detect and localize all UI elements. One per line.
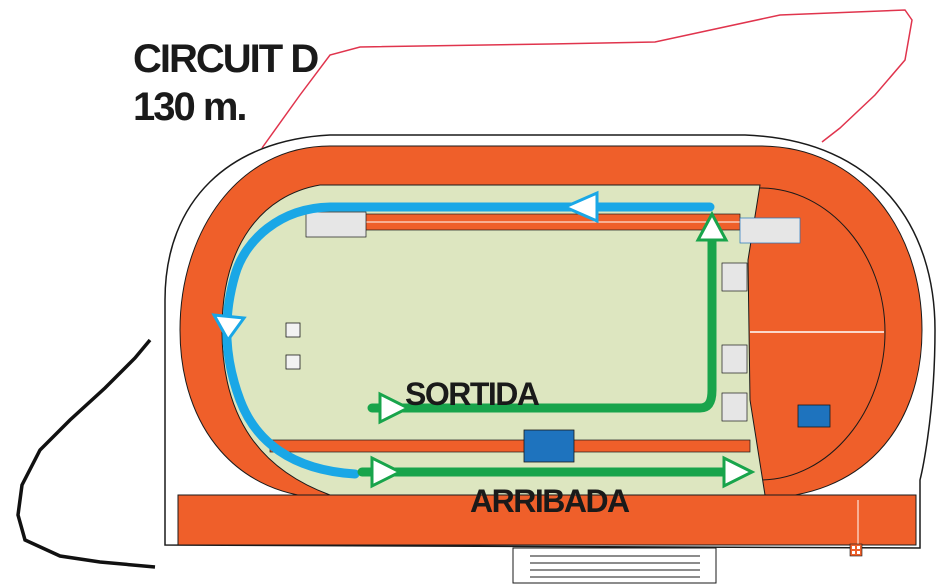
access-road-line [16,338,156,569]
exit-sign [849,543,863,557]
building [523,429,575,463]
site-boundary-line [261,9,913,149]
small-marker [285,354,301,370]
route-green-start [367,230,717,413]
home-straight [177,494,917,546]
grandstand [512,547,717,584]
runway-strip-bottom [269,439,751,453]
start-label: SORTIDA [405,376,540,412]
arrow-green-up [695,210,729,242]
facility-box [721,262,748,292]
track-inner-curve-right [759,187,886,481]
arrow-green-end [722,455,756,489]
arrow-blue-left [211,313,247,343]
arrow-green-mid [370,455,404,489]
facility-box [721,344,748,374]
facility-box [305,211,367,238]
building [797,404,831,428]
infield [221,184,766,496]
arrow-blue-top [561,190,599,224]
small-marker [285,322,301,338]
circuit-distance: 130 m. [133,85,246,129]
circuit-title: CIRCUIT D [133,37,318,81]
arrow-green-start [378,391,412,425]
facility-box [739,217,801,244]
facility-box [721,392,748,422]
finish-label: ARRIBADA [470,483,630,519]
